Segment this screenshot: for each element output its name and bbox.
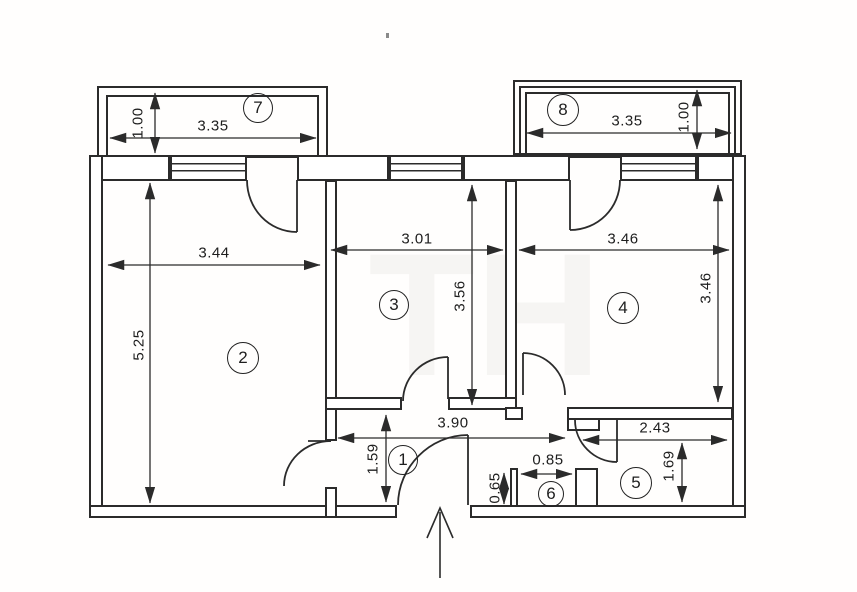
balcony-door-threshold-room-2: [247, 155, 297, 158]
dim-room4-height: 3.46: [697, 272, 715, 304]
window-room-2: [170, 155, 247, 181]
dim-balcony8-depth: 1.00: [675, 101, 693, 133]
door-arc-room4: [522, 352, 566, 396]
wall-room6-room5: [575, 468, 598, 507]
wall-room2-hall-lower: [325, 487, 337, 518]
window-room-3: [389, 155, 463, 181]
room-8-number-badge: 8: [547, 94, 579, 126]
room-6-number-badge: 6: [538, 481, 564, 507]
dim-room5-height: 1.69: [660, 450, 678, 482]
wall-room6-left: [510, 468, 518, 507]
entrance-arrow: [426, 505, 454, 578]
wall-bottom-right-of-entrance: [470, 505, 746, 518]
dim-room6-width: 0.85: [532, 451, 564, 469]
dim-room3-width: 3.01: [401, 230, 433, 248]
scan-speck: [386, 33, 389, 38]
room-3-number-badge: 3: [379, 290, 409, 320]
dim-room5-width: 2.43: [639, 419, 671, 437]
room-2-number-badge: 2: [227, 342, 259, 374]
window-room-4: [620, 155, 697, 181]
wall-room4-bottom-right: [567, 407, 733, 420]
room-5-number-badge: 5: [620, 467, 652, 499]
room-7-number-badge: 7: [243, 93, 273, 123]
dim-room6-height: 0.65: [486, 472, 504, 504]
dimension-lines: [107, 89, 732, 505]
wall-bottom-left-of-entrance: [89, 505, 397, 518]
dim-balcony7-depth: 1.00: [129, 107, 147, 139]
wall-room4-bottom-left: [505, 407, 523, 420]
dim-balcony8-width: 3.35: [611, 112, 643, 130]
door-arc-room2-balcony: [246, 179, 298, 233]
wall-room3-bottom-right: [448, 397, 517, 410]
dim-hall-height: 1.59: [364, 443, 382, 475]
entrance-arrow-head: [426, 505, 454, 539]
door-arc-room4-balcony: [569, 179, 621, 231]
door-arc-room2-hall: [283, 440, 332, 487]
room-4-number-badge: 4: [607, 292, 639, 324]
dim-room2-width: 3.44: [198, 244, 230, 262]
door-symbols: [246, 179, 621, 506]
balcony-door-threshold-room-4: [570, 155, 620, 158]
dim-hall-width: 3.90: [437, 414, 469, 432]
dim-room2-height: 5.25: [130, 329, 148, 361]
door-arc-room3: [402, 356, 449, 402]
room-1-number-badge: 1: [388, 445, 418, 475]
wall-top-segment-2: [297, 155, 389, 181]
dim-room4-width: 3.46: [607, 230, 639, 248]
door-arc-room5: [574, 419, 618, 463]
balcony-8-rail-inner: [525, 92, 730, 155]
dim-room3-height: 3.56: [451, 280, 469, 312]
dim-balcony7-width: 3.35: [197, 117, 229, 135]
wall-room3-bottom-left: [325, 397, 402, 410]
